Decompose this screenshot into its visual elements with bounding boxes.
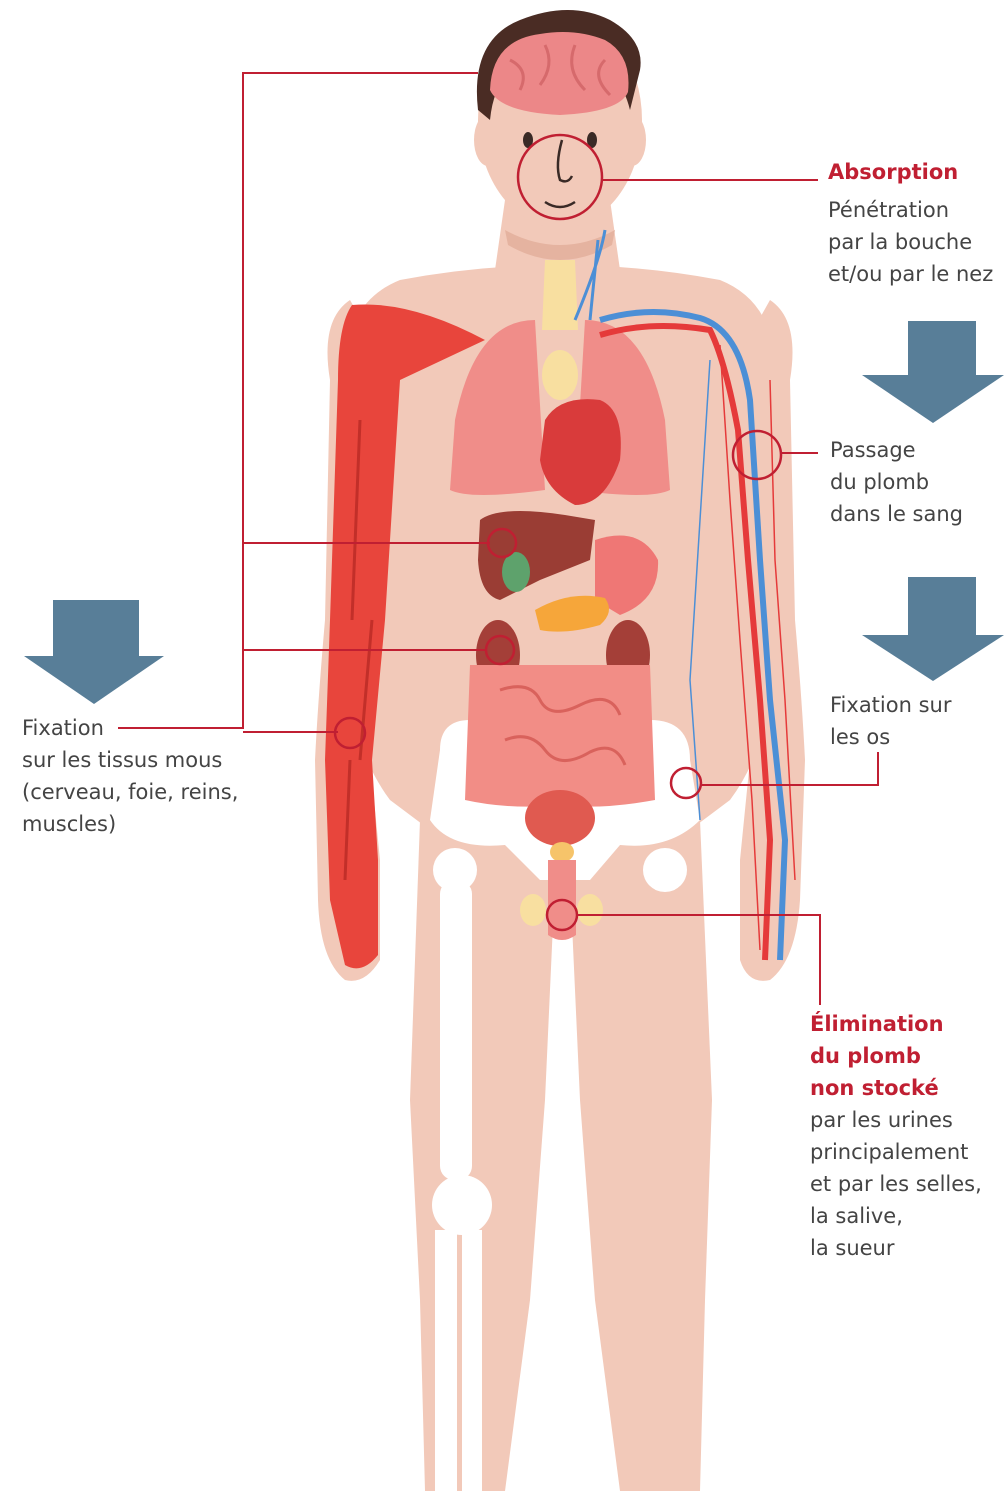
absorption-label: Absorption Pénétration par la bouche et/… [828, 156, 993, 290]
absorption-line-2: par la bouche [828, 226, 993, 258]
arrow-down-icon [24, 600, 164, 704]
elimination-line-2: principalement [810, 1136, 982, 1168]
arrow-down-icon [862, 321, 1004, 423]
bones-label: Fixation sur les os [830, 689, 951, 753]
arrow-down-icon [862, 577, 1004, 681]
thymus [542, 350, 578, 400]
absorption-line-3: et/ou par le nez [828, 258, 993, 290]
elimination-line-4: la salive, [810, 1200, 982, 1232]
elimination-line-1: par les urines [810, 1104, 982, 1136]
soft-tissue-line-3: (cerveau, foie, reins, [22, 776, 238, 808]
bones-line-1: Fixation sur [830, 689, 951, 721]
elimination-line-3: et par les selles, [810, 1168, 982, 1200]
prostate [550, 842, 574, 862]
soft-tissue-line-2: sur les tissus mous [22, 744, 238, 776]
elimination-label: Élimination du plomb non stocké par les … [810, 1008, 982, 1264]
testis-left [577, 894, 603, 926]
bladder [525, 790, 595, 846]
gallbladder [502, 552, 530, 592]
intestines [465, 665, 655, 807]
bones-line-2: les os [830, 721, 951, 753]
thyroid [542, 260, 578, 330]
elimination-title-2: du plomb [810, 1040, 982, 1072]
absorption-title: Absorption [828, 156, 993, 188]
absorption-line-1: Pénétration [828, 194, 993, 226]
elimination-line-5: la sueur [810, 1232, 982, 1264]
blood-line-3: dans le sang [830, 498, 963, 530]
soft-tissue-line-1: Fixation [22, 712, 238, 744]
blood-label: Passage du plomb dans le sang [830, 434, 963, 530]
soft-tissue-label: Fixation sur les tissus mous (cerveau, f… [22, 712, 238, 840]
soft-tissue-line-4: muscles) [22, 808, 238, 840]
elimination-title-3: non stocké [810, 1072, 982, 1104]
blood-line-2: du plomb [830, 466, 963, 498]
elimination-title-1: Élimination [810, 1008, 982, 1040]
blood-line-1: Passage [830, 434, 963, 466]
testis-right [520, 894, 546, 926]
